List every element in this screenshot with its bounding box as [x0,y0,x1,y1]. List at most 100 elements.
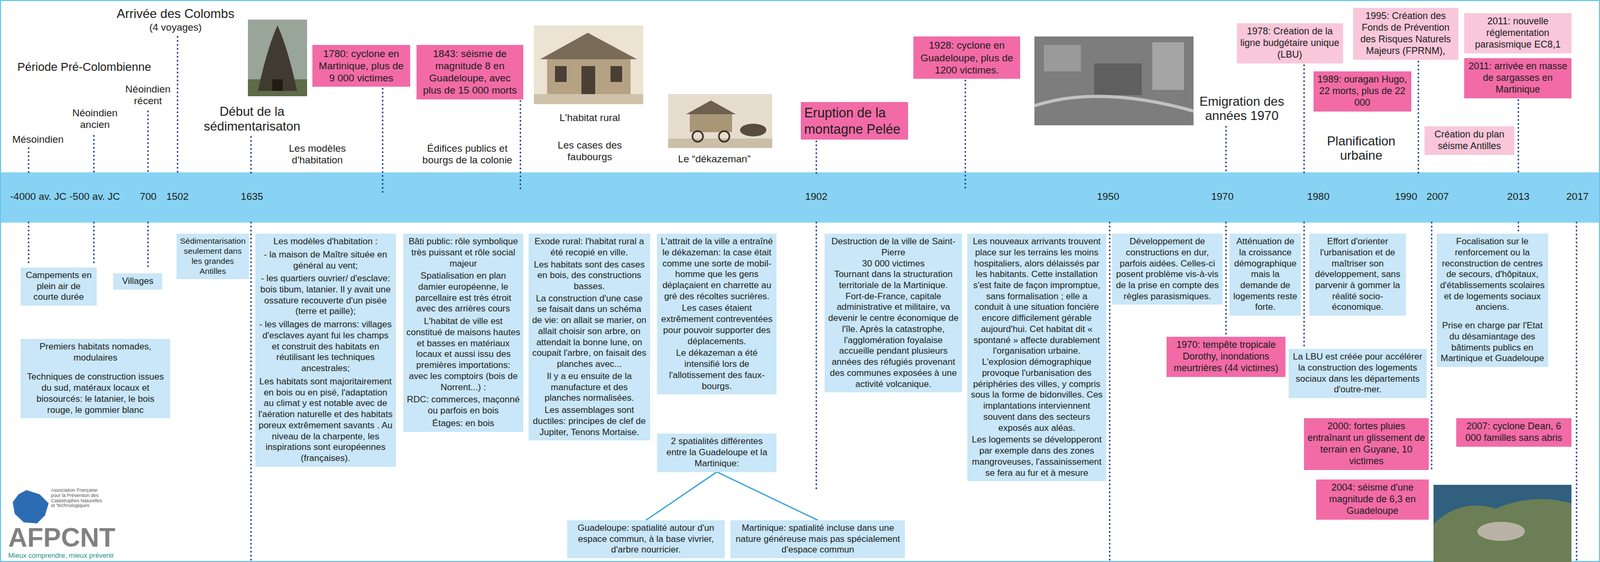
house-roof [540,32,637,60]
box-text: Il y a eu ensuite de la manufacture et d… [531,371,647,404]
event-box: 2007: cyclone Dean, 6 000 familles sans … [1456,418,1572,447]
box-text: 2011: arrivée en masse de sargasses en M… [1467,60,1569,96]
box-text: Le dékazeman a été intensifié lors de l'… [660,347,774,392]
timeline-label: (4 voyages) [122,21,229,34]
aerial-photo [1034,36,1194,126]
box-text: Guadeloupe: spatialité autour d'un espac… [570,522,721,556]
box-text: Les habitats sont majoritairement en boi… [258,376,393,465]
box-text: Effort d'orienter l'urbanisation et de m… [1312,236,1403,313]
box-text: 1978: Création de la ligne budgétaire un… [1240,25,1340,61]
connector-line [716,472,818,521]
photo-sea [1433,484,1572,562]
box-text: 1970: tempête tropicale Dorothy, inondat… [1169,339,1283,375]
timeline-label: Arrivée des Colombs [96,6,255,22]
house-photo [533,25,644,105]
dotted-leader [519,100,522,192]
event-box: 1978: Création de la ligne budgétaire un… [1236,23,1344,64]
description-box: Campements en plein air de courte durée [20,267,98,306]
timeline-label: L'habitat rural [537,112,643,124]
description-box: Villages [113,273,163,290]
event-box: 2004: séisme d'une magnitude de 6,3 en G… [1316,479,1429,520]
description-box: 2 spatialités différentes entre la Guade… [657,433,777,472]
photo-block [1094,63,1142,96]
box-text: Atténuation de la croissance démographiq… [1232,236,1298,313]
box-text: 1928: cyclone en Guadeloupe, plus de 120… [916,39,1018,77]
timeline-label: Les modèles d'habitation [272,142,363,166]
dotted-leader [250,222,252,561]
timeline-band [0,172,1600,223]
cart-wheel [692,131,704,142]
box-text: L'habitat de ville est constitué de mais… [406,316,521,393]
house-door [581,66,596,95]
photo-ground [1034,36,1194,126]
photo-road [1034,96,1194,112]
year-label: -500 av. JC [69,190,120,203]
dotted-leader [1108,222,1111,561]
box-text: 30 000 victimes [827,258,960,270]
timeline-label: Les cases des faubourgs [550,139,630,163]
box-text: 2007: cyclone Dean, 6 000 familles sans … [1459,420,1569,445]
dotted-leader [381,88,384,192]
dotted-leader [815,222,818,490]
description-box: Bâti public: rôle symbolique très puissa… [403,233,524,432]
dotted-leader [28,148,30,174]
timeline-label: Période Pré-Colombienne [17,60,152,74]
description-box: Martinique: spatialité incluse dans une … [730,520,905,559]
event-box: 1995: Création des Fonds de Prévention d… [1353,7,1459,60]
box-text: Exode rural: l'habitat rural a été recop… [531,236,647,258]
timeline-label: Planification urbaine [1316,133,1407,163]
timeline-label: Le “dékazeman” [655,153,773,165]
box-text: Villages [116,275,160,288]
dotted-leader [964,80,967,189]
dotted-leader [93,222,95,264]
cart-wheel [718,131,730,142]
dotted-leader [146,111,149,174]
dekazeman-photo [668,94,773,149]
box-text: Création du plan séisme Antilles [1427,128,1512,153]
box-text: 2 spatialités différentes entre la Guade… [660,436,774,469]
photo-block [1152,42,1185,90]
year-label: 700 [139,190,157,203]
box-text: Les logements se développeront par exemp… [970,434,1104,479]
event-box: Eruption de la montagne Pelée [800,102,909,140]
event-box: Création du plan séisme Antilles [1424,126,1515,155]
box-text: - les quartiers ouvrier/ d'esclave: bois… [258,273,393,318]
box-text: Campements en plein air de courte durée [23,270,95,303]
dotted-leader [1575,222,1578,561]
connectors [645,472,818,521]
year-label: 2007 [1426,190,1449,203]
dotted-leader [1225,126,1227,174]
dotted-leader [1225,222,1227,336]
dotted-leader [176,36,179,174]
description-box: Effort d'orienter l'urbanisation et de m… [1309,233,1407,316]
box-text: Les assemblages sont ductiles: principes… [531,404,647,438]
case-roof [686,100,736,115]
dotted-leader [1303,65,1306,174]
description-box: Atténuation de la croissance démographiq… [1229,233,1301,316]
year-label: 1990 [1394,190,1418,203]
hut-photo [247,19,308,97]
box-text: 2000: fortes pluies entraînant un glisse… [1307,420,1426,468]
year-label: 1635 [241,190,264,203]
event-box: 1989: ouragan Hugo, 22 morts, plus de 22… [1313,71,1412,112]
description-box: Premiers habitats nomades, modulairesTec… [20,338,171,419]
event-box: 2011: nouvelle réglementation parasismiq… [1464,13,1572,54]
box-text: Les modèles d'habitation : [258,236,393,248]
house-wall [547,59,631,95]
house-window [610,66,623,82]
box-text: Les cases étaient extrêmement contrevent… [660,302,774,347]
box-text: Sédimentarisation seulement dans les gra… [179,236,246,277]
box-text: 2004: séisme d'une magnitude de 6,3 en G… [1319,482,1426,517]
description-box: Les modèles d'habitation :- la maison de… [255,233,396,467]
photo-city [1477,521,1525,541]
logo-text: Association Française pour la Prévention… [51,487,105,510]
box-text: Les nouveaux arrivants trouvent place su… [970,236,1104,434]
photo-block [1043,44,1081,72]
year-label: 1502 [166,190,189,203]
box-text: La LBU est créée pour accélérer la const… [1291,351,1424,396]
dotted-leader [1517,222,1520,233]
event-box: 1928: cyclone en Guadeloupe, plus de 120… [913,36,1021,79]
dotted-leader [93,135,95,174]
photo-sky [247,19,308,97]
